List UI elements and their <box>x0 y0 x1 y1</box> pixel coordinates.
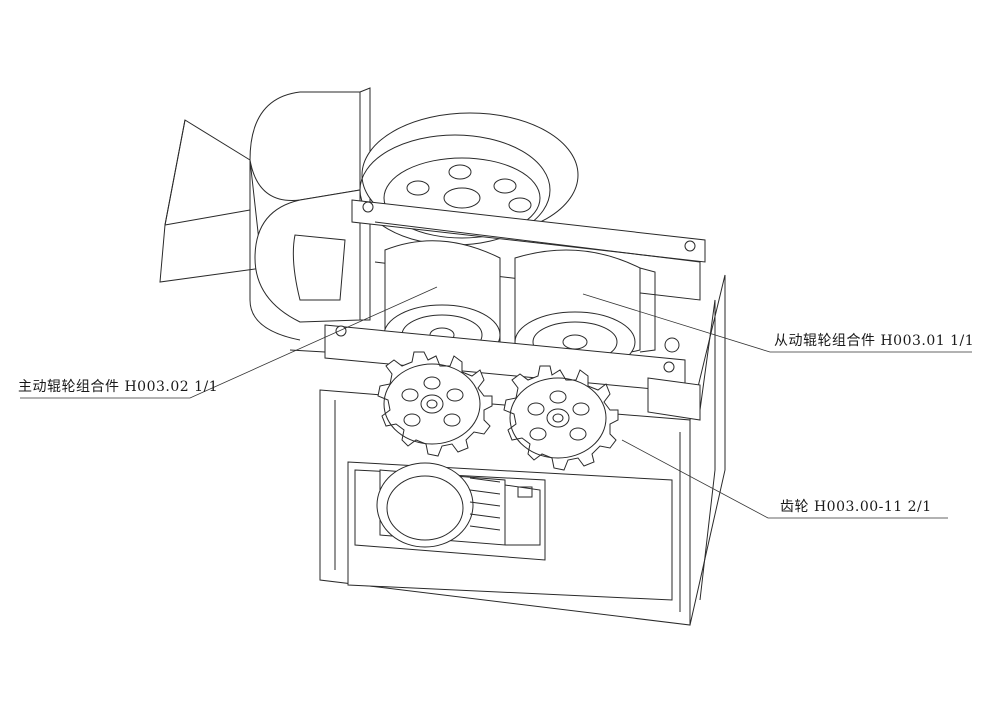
gear-right <box>503 365 619 471</box>
callout-drive-roller: 主动辊轮组合件 H003.02 1/1 <box>18 379 219 395</box>
leader-driven-roller <box>582 293 972 353</box>
feed-hopper <box>159 119 263 283</box>
callout-driven-roller: 从动辊轮组合件 H003.01 1/1 <box>774 333 975 349</box>
motor <box>376 462 541 548</box>
front-crossbar <box>289 324 701 421</box>
gear-left <box>377 351 493 457</box>
leader-drive-roller <box>20 286 438 399</box>
leader-gear <box>621 439 948 519</box>
feed-chute <box>249 87 371 341</box>
callout-gear: 齿轮 H003.00-11 2/1 <box>780 499 932 515</box>
